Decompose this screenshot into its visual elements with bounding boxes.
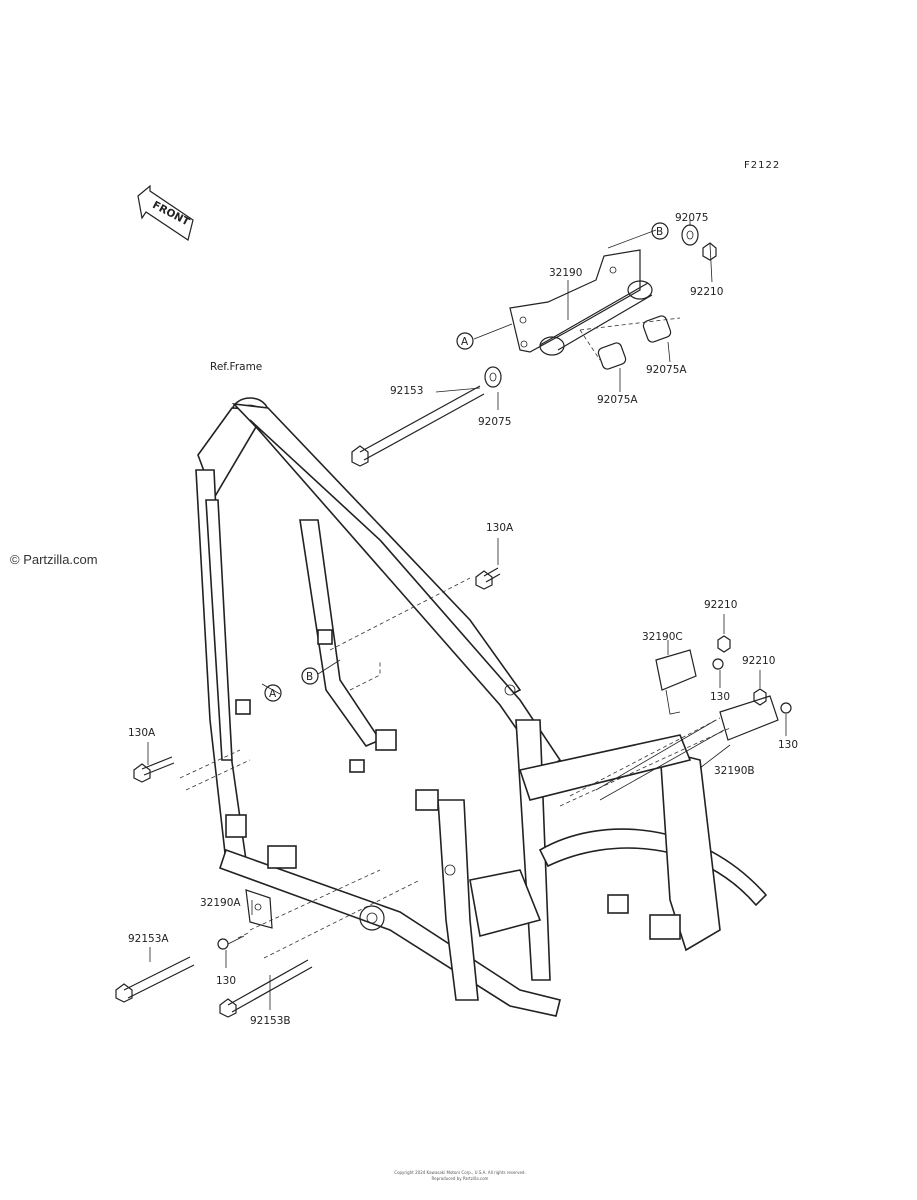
- front-arrow-label: FRONT: [150, 199, 192, 229]
- leader-lines: [147, 220, 787, 1010]
- callout-130-r1: 130: [710, 691, 730, 703]
- marker-b-top-label: B: [656, 226, 663, 238]
- marker-a-left-label: A: [269, 688, 277, 700]
- callout-92153b: 92153B: [250, 1015, 291, 1027]
- footer-line-2: Reproduced by Partzilla.com: [431, 1176, 489, 1181]
- nut-92210-r2: [753, 688, 767, 706]
- callout-92075a-right: 92075A: [646, 364, 687, 376]
- callout-32190a: 32190A: [200, 897, 241, 909]
- bolt-130-lower: [217, 935, 245, 950]
- marker-a-left: A: [264, 684, 282, 702]
- callout-92075-top: 92075: [675, 212, 708, 224]
- marker-b-top: B: [651, 222, 669, 240]
- callout-92153a: 92153A: [128, 933, 169, 945]
- motorcycle-frame: [195, 397, 768, 1017]
- callout-130-r2: 130: [778, 739, 798, 751]
- callout-32190c: 32190C: [642, 631, 683, 643]
- bracket-32190c: [655, 649, 697, 715]
- collar-pair: [579, 315, 681, 370]
- bolt-130-r2: [780, 702, 792, 714]
- callout-92210-top: 92210: [690, 286, 723, 298]
- callout-130a-left: 130A: [128, 727, 156, 739]
- callout-32190b: 32190B: [714, 765, 755, 777]
- bolt-130a-top: [475, 567, 501, 590]
- figure-code: F2122: [744, 160, 781, 171]
- long-bolt-92153a: [115, 956, 195, 1003]
- bolt-130a-left: [133, 756, 175, 783]
- marker-b-left: B: [301, 667, 319, 685]
- marker-a-top: A: [456, 332, 474, 350]
- ref-frame-label: Ref.Frame: [210, 361, 262, 373]
- bolt-130-r1: [712, 658, 724, 670]
- bracket-32190a: [245, 889, 273, 929]
- callout-92210-r1: 92210: [704, 599, 737, 611]
- marker-b-left-label: B: [306, 671, 313, 683]
- footer-line-1: Copyright 2024 Kawasaki Motors Corp., U.…: [394, 1170, 526, 1175]
- front-arrow-icon: FRONT: [137, 184, 194, 241]
- marker-a-top-label: A: [461, 336, 469, 348]
- callout-92210-r2: 92210: [742, 655, 775, 667]
- bracket-32190b: [595, 695, 779, 801]
- callout-92075a-low: 92075A: [597, 394, 638, 406]
- callout-92153: 92153: [390, 385, 423, 397]
- engine-mount-bracket-upper: [509, 249, 653, 356]
- damper-rubber-washer-upper: [681, 224, 699, 246]
- alignment-lines: [179, 577, 731, 959]
- callout-92075-mid: 92075: [478, 416, 511, 428]
- long-bolt-92153b: [219, 959, 313, 1018]
- washer-mid: [484, 366, 502, 388]
- nut-92210-r1: [717, 635, 731, 653]
- watermark: © Partzilla.com: [10, 552, 98, 567]
- nut-upper: [702, 242, 717, 261]
- callout-130a-top: 130A: [486, 522, 514, 534]
- callout-130-low: 130: [216, 975, 236, 987]
- long-bolt-upper: [351, 385, 485, 467]
- callout-32190: 32190: [549, 267, 582, 279]
